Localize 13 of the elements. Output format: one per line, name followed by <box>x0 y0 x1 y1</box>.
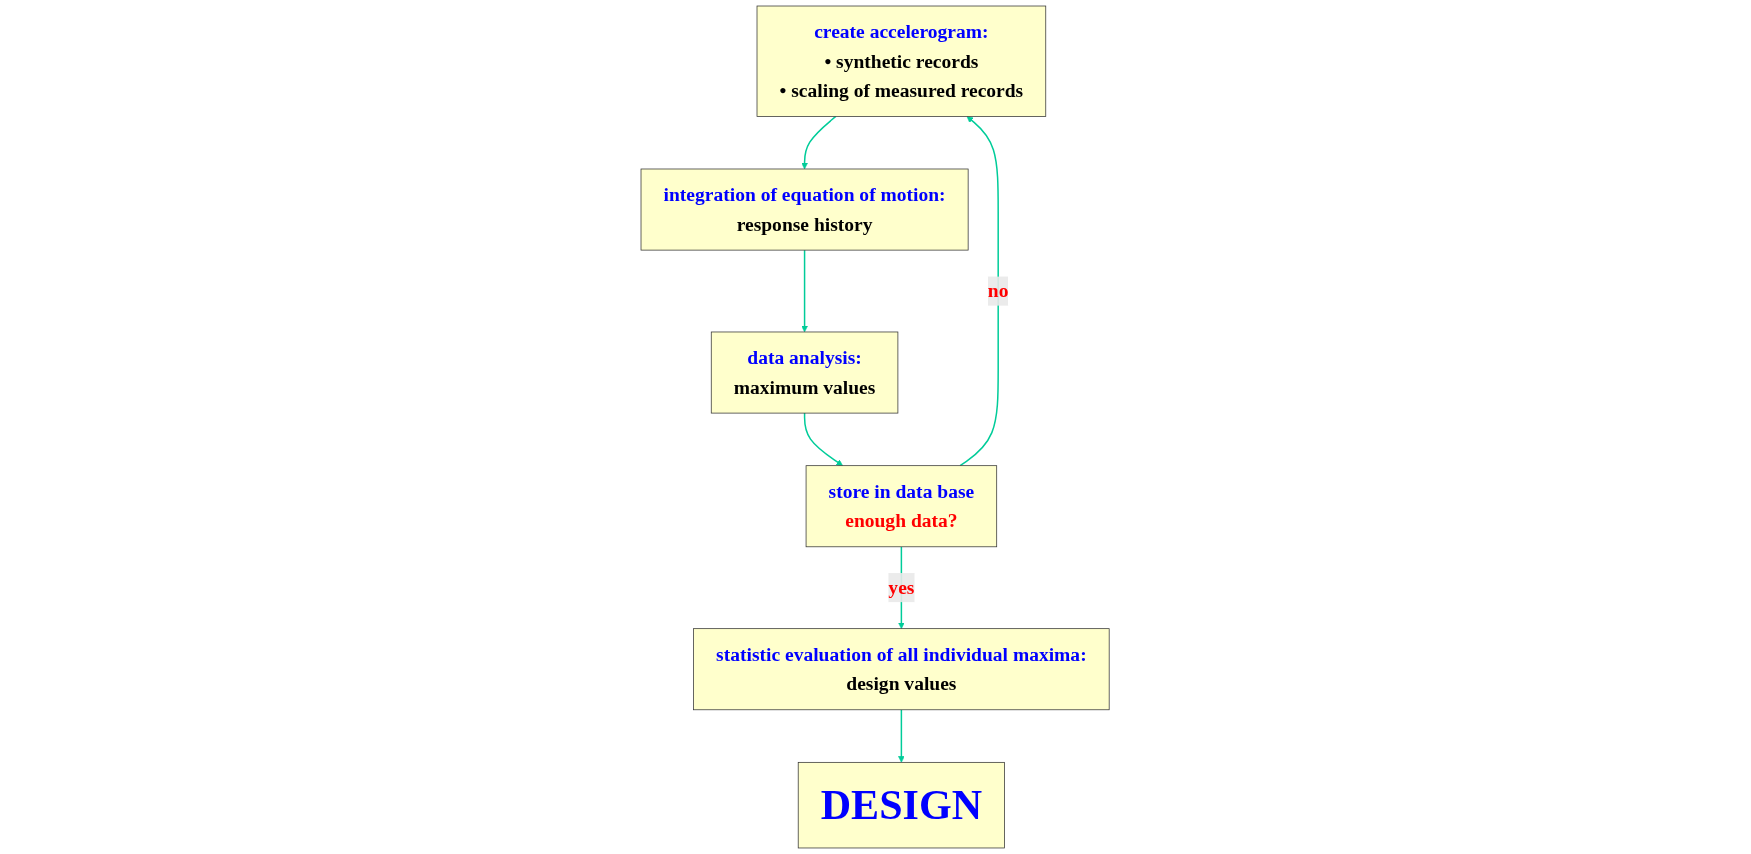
edge-label: no <box>988 280 1009 302</box>
node-box: integration of equation of motion: response history <box>641 168 969 251</box>
arrow <box>804 412 844 466</box>
arrow <box>801 249 809 333</box>
arrow <box>801 115 837 170</box>
node-box: store in data base enough data? <box>806 465 998 548</box>
edge-label: yes <box>888 576 915 599</box>
arrow <box>959 116 1000 467</box>
node-box: data analysis: maximum values <box>711 331 899 414</box>
node-box: DESIGN <box>798 761 1006 849</box>
node-box: create accelerogram: • synthetic records • scaling of measured records <box>757 5 1047 117</box>
arrow <box>898 709 906 763</box>
node-box: statistic evaluation of all individual maxima: design values <box>693 628 1110 711</box>
